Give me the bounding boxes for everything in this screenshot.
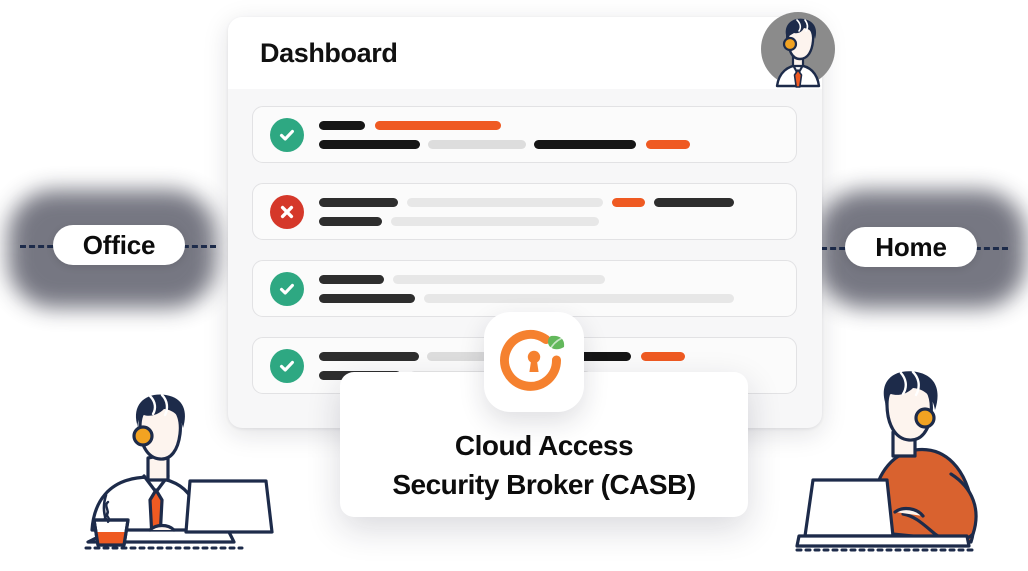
product-title-line2: Security Broker (CASB) xyxy=(392,468,696,500)
row-line xyxy=(319,293,796,303)
bar-segment xyxy=(654,197,734,207)
bar-segment xyxy=(375,120,501,130)
location-label-office: Office xyxy=(82,230,156,260)
bar-segment xyxy=(319,139,420,149)
bar-segment xyxy=(319,274,384,284)
bar-segment xyxy=(319,120,365,130)
person-at-laptop-home xyxy=(795,370,1010,560)
product-title-line1: Cloud Access xyxy=(454,429,634,461)
table-row[interactable] xyxy=(252,106,797,163)
bar-segment xyxy=(534,139,636,149)
bar-segment xyxy=(319,293,415,303)
bar-segment xyxy=(424,293,734,303)
row-line xyxy=(319,120,796,130)
location-pill-home[interactable]: Home xyxy=(845,227,977,267)
bar-segment xyxy=(612,197,645,207)
table-row[interactable] xyxy=(252,183,797,240)
bar-segment xyxy=(646,139,690,149)
bar-segment xyxy=(641,351,685,361)
dashboard-header: Dashboard xyxy=(228,17,822,89)
bar-segment xyxy=(319,351,419,361)
table-row[interactable] xyxy=(252,260,797,317)
bar-segment xyxy=(427,351,523,361)
row-line xyxy=(319,139,796,149)
bar-segment xyxy=(407,197,603,207)
page-title: Dashboard xyxy=(260,37,398,68)
avatar[interactable] xyxy=(757,8,839,90)
dashboard-row-list xyxy=(228,89,822,394)
check-circle-icon xyxy=(270,348,304,383)
row-line xyxy=(319,274,796,284)
location-pill-office[interactable]: Office xyxy=(53,225,185,265)
bar-segment xyxy=(391,216,599,226)
product-logo-tile xyxy=(484,312,584,412)
bar-segment xyxy=(319,216,382,226)
check-circle-icon xyxy=(270,271,304,306)
bar-segment xyxy=(428,139,526,149)
row-content-bars xyxy=(319,197,796,226)
person-at-laptop-office xyxy=(82,390,292,565)
bar-segment xyxy=(319,197,398,207)
check-circle-icon xyxy=(270,117,304,152)
row-content-bars xyxy=(319,120,796,149)
row-line xyxy=(319,197,796,207)
row-line xyxy=(319,216,796,226)
x-circle-icon xyxy=(270,194,304,229)
row-content-bars xyxy=(319,274,796,303)
casb-orange-lock-logo xyxy=(500,329,565,391)
bar-segment xyxy=(393,274,605,284)
location-label-home: Home xyxy=(875,232,947,262)
